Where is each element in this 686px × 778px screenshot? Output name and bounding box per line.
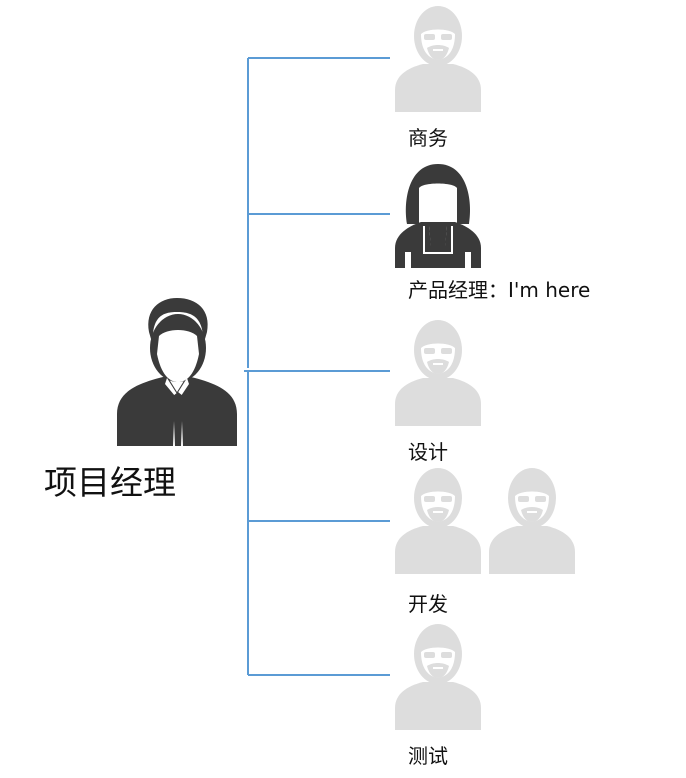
bearded-man-icon xyxy=(395,6,481,112)
bearded-man-icon xyxy=(395,320,481,426)
branch-label-product: 产品经理：I'm here xyxy=(408,278,591,302)
manager-person-icon xyxy=(117,298,237,446)
branch-label-dev: 开发 xyxy=(408,592,448,616)
branch-label-shangwu: 商务 xyxy=(408,126,448,150)
branch-label-test: 测试 xyxy=(408,744,448,768)
bearded-man-icon xyxy=(489,468,575,574)
root-label: 项目经理 xyxy=(44,463,176,502)
bearded-man-icon xyxy=(395,468,481,574)
branch-label-design: 设计 xyxy=(408,440,448,464)
woman-person-icon xyxy=(395,164,481,268)
bearded-man-icon xyxy=(395,624,481,730)
